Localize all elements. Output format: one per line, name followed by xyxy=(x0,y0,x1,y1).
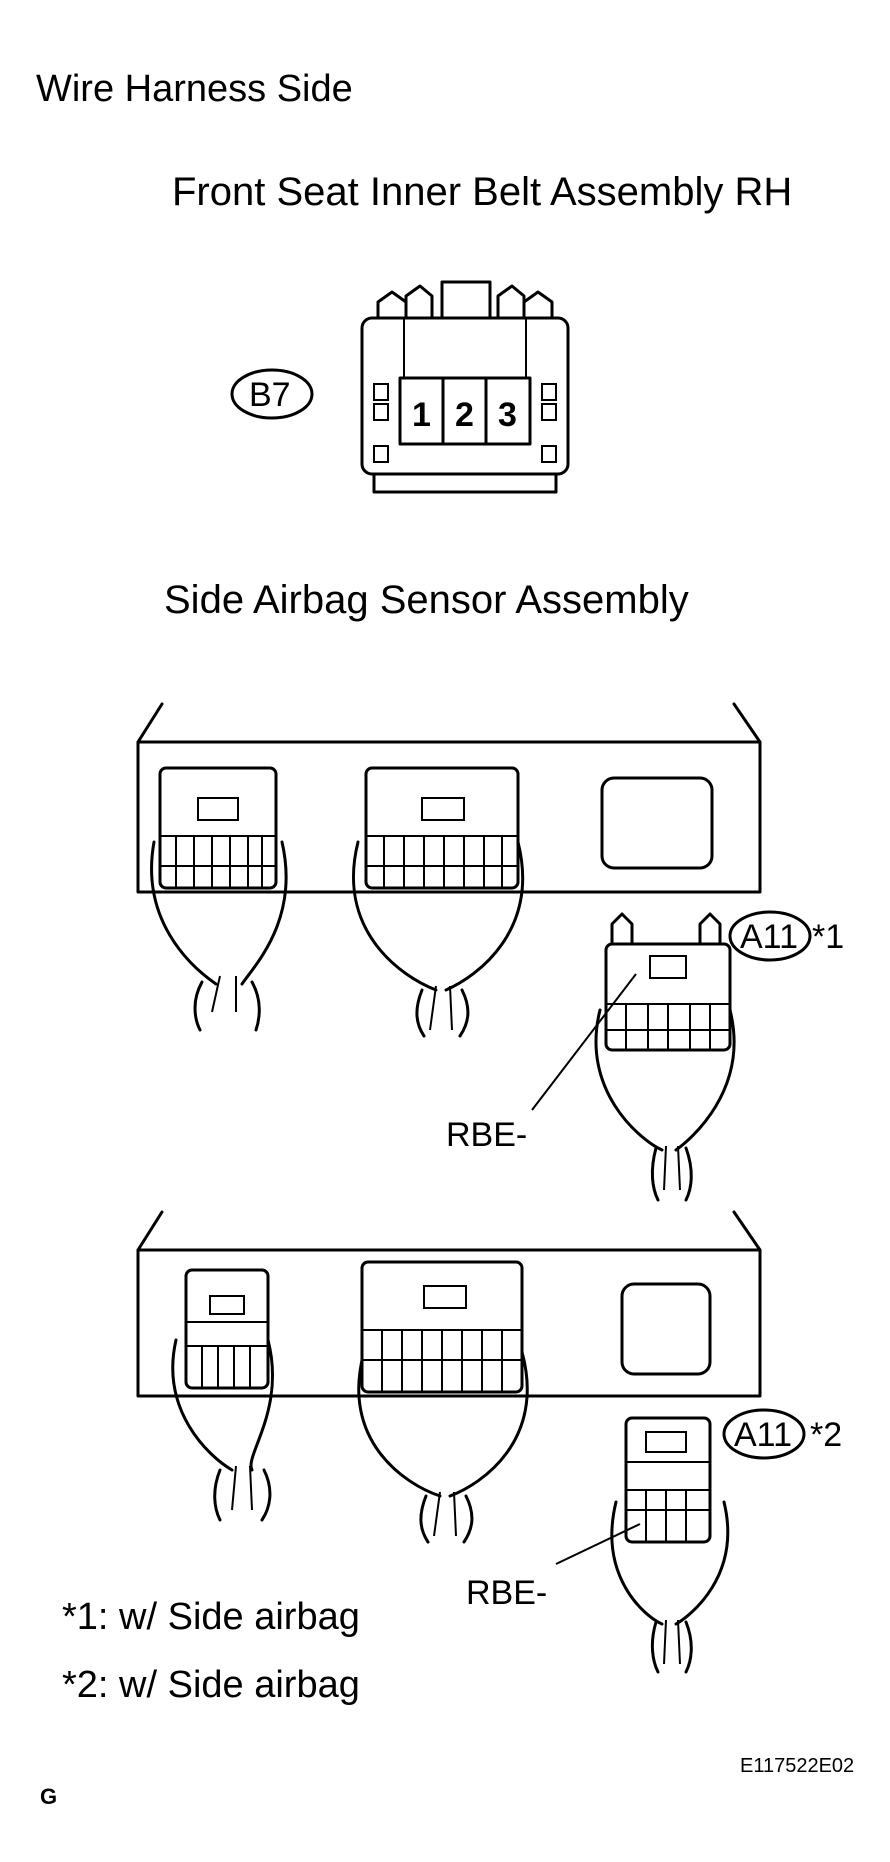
sensor-assembly-title: Side Airbag Sensor Assembly xyxy=(164,578,689,622)
upper-note-ref: *1 xyxy=(812,918,844,956)
b7-pin-2: 2 xyxy=(455,396,474,434)
b7-code-label: B7 xyxy=(249,376,291,414)
belt-assembly-title: Front Seat Inner Belt Assembly RH xyxy=(172,170,793,214)
upper-a11-connector xyxy=(531,912,736,1202)
upper-left-connector xyxy=(150,766,288,1032)
lower-left-connector xyxy=(171,1268,274,1522)
upper-a11-code: A11 xyxy=(740,918,798,956)
sensor-body-upper xyxy=(136,702,762,894)
upper-rbe-label: RBE- xyxy=(446,1116,527,1154)
footnote-1: *1: w/ Side airbag xyxy=(62,1596,360,1638)
sensor-body-lower xyxy=(136,1210,762,1398)
diagram-heading: Wire Harness Side xyxy=(36,68,353,110)
lower-note-ref: *2 xyxy=(810,1416,842,1454)
lower-middle-connector xyxy=(357,1260,529,1544)
figure-code: E117522E02 xyxy=(740,1755,855,1777)
footnote-2: *2: w/ Side airbag xyxy=(62,1664,360,1706)
lower-a11-code: A11 xyxy=(734,1416,792,1454)
footer-letter: G xyxy=(40,1784,58,1809)
lower-rbe-label: RBE- xyxy=(466,1574,547,1612)
b7-connector: 1 2 3 xyxy=(360,280,570,494)
b7-pin-1: 1 xyxy=(412,396,431,434)
b7-pin-3: 3 xyxy=(498,396,517,434)
upper-middle-connector xyxy=(352,766,525,1038)
lower-a11-connector xyxy=(555,1416,730,1674)
